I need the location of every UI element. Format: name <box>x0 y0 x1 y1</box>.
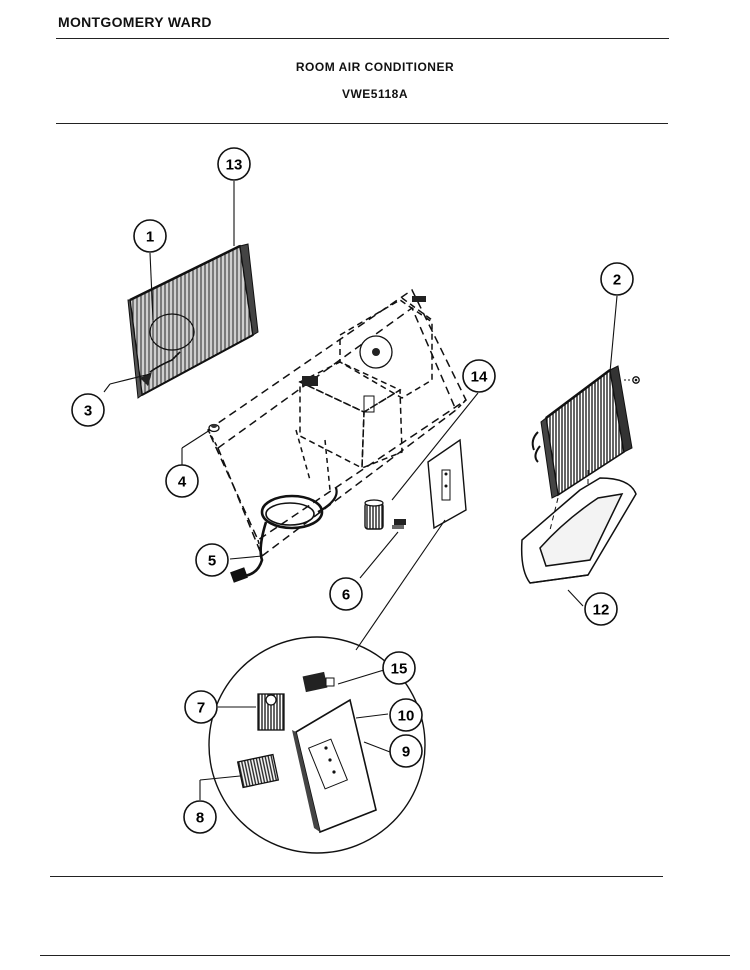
callout-15-label: 15 <box>391 661 408 678</box>
callout-1-label: 1 <box>146 229 154 246</box>
callout-4-label: 4 <box>178 474 187 491</box>
callout-6-label: 6 <box>342 587 350 604</box>
grommet-part-4 <box>208 423 220 433</box>
evaporator-coil <box>127 243 259 399</box>
callout-1: 1 <box>133 219 167 253</box>
callout-4: 4 <box>165 464 199 498</box>
callout-9-label: 9 <box>402 744 410 761</box>
control-panel-part-9 <box>427 438 467 530</box>
callout-5: 5 <box>195 543 229 577</box>
footer-rule <box>50 876 663 877</box>
assembly-guides <box>549 470 589 531</box>
callout-3: 3 <box>71 393 105 427</box>
header-rule-bottom <box>56 123 668 124</box>
callout-12-label: 12 <box>593 602 610 619</box>
callout-3-label: 3 <box>84 403 92 420</box>
connector-part-6 <box>392 519 406 529</box>
brand-name: MONTGOMERY WARD <box>58 14 212 30</box>
callout-15: 15 <box>382 651 416 685</box>
bottom-edge-rule <box>40 955 730 956</box>
callout-9: 9 <box>389 734 423 768</box>
callout-10-label: 10 <box>398 708 415 725</box>
power-cord <box>230 487 338 583</box>
callout-14-label: 14 <box>471 369 488 386</box>
diagram-title: ROOM AIR CONDITIONER <box>295 60 455 74</box>
capacitor-part-14 <box>364 499 384 530</box>
callout-2-label: 2 <box>613 272 621 289</box>
condenser-coil <box>531 365 640 499</box>
header-rule-top <box>56 38 669 39</box>
callout-14: 14 <box>462 359 496 393</box>
callout-12: 12 <box>584 592 618 626</box>
callout-7: 7 <box>184 690 218 724</box>
drain-pan <box>520 477 637 584</box>
callout-13: 13 <box>217 147 251 181</box>
model-number: VWE5118A <box>341 87 409 101</box>
callout-7-label: 7 <box>197 700 205 717</box>
callout-13-label: 13 <box>226 157 243 174</box>
leader-lines <box>103 181 618 800</box>
callout-10: 10 <box>389 698 423 732</box>
callout-8-label: 8 <box>196 810 204 827</box>
blower-fan <box>302 296 426 413</box>
callout-5-label: 5 <box>208 553 216 570</box>
control-box-detail <box>208 519 446 854</box>
callout-8: 8 <box>183 800 217 834</box>
callout-6: 6 <box>329 577 363 611</box>
callout-2: 2 <box>600 262 634 296</box>
